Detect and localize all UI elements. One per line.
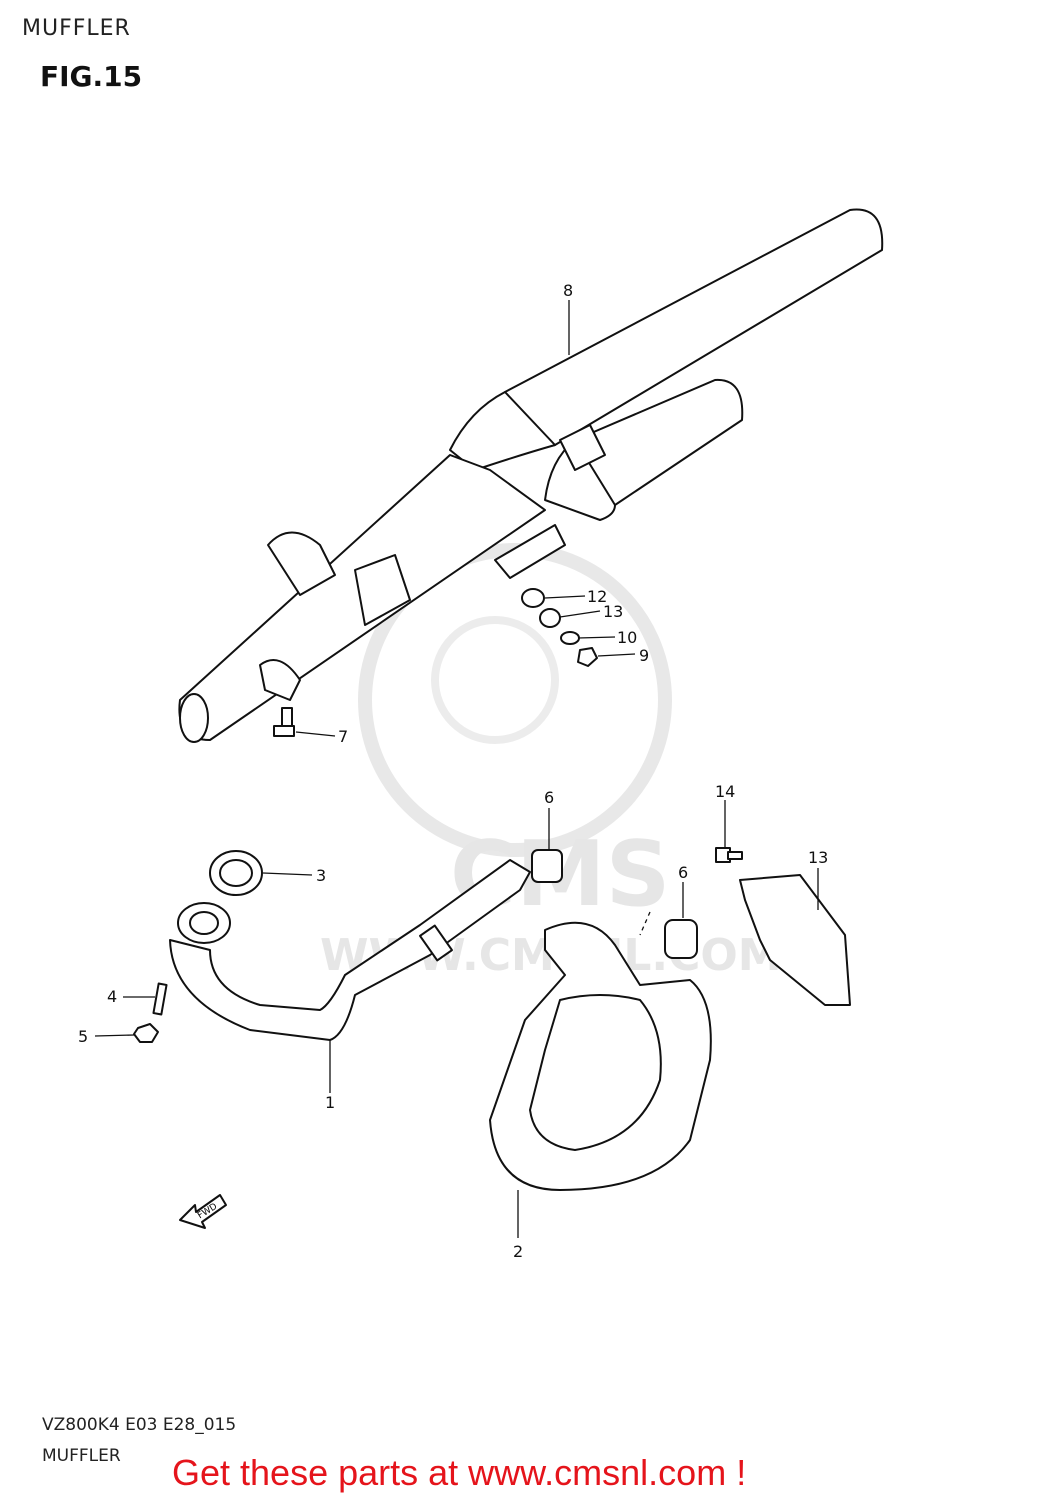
- callout-14: 14: [715, 782, 735, 801]
- hardware-stack: [521, 588, 598, 667]
- forward-direction-arrow: FWD: [179, 1194, 227, 1229]
- part-10-washer: [560, 631, 580, 645]
- part-12-collar: [539, 608, 561, 628]
- part-5-nut: [133, 1023, 159, 1043]
- callout-7: 7: [338, 727, 348, 746]
- callout-10: 10: [617, 628, 637, 647]
- callout-5: 5: [78, 1027, 88, 1046]
- part-6-connector-b: [664, 919, 698, 959]
- section-title: MUFFLER: [22, 16, 131, 41]
- promo-link[interactable]: Get these parts at www.cmsnl.com !: [172, 1452, 747, 1493]
- callout-3: 3: [316, 866, 326, 885]
- part-14-bolt: [715, 847, 743, 863]
- figure-label: FIG.15: [40, 60, 143, 93]
- part-9-nut: [577, 647, 598, 667]
- callout-2: 2: [513, 1242, 523, 1261]
- callout-1: 1: [325, 1093, 335, 1112]
- part-4-stud: [152, 982, 168, 1016]
- callout-6-b: 6: [678, 863, 688, 882]
- callout-13: 13: [808, 848, 828, 867]
- section-name: MUFFLER: [42, 1446, 121, 1466]
- model-code: VZ800K4 E03 E28_015: [42, 1415, 237, 1435]
- callout-numbers: 8 12 13 10 9 7 3 4 5 1 6 6 14 13 2: [78, 281, 828, 1261]
- leader-lines: [94, 300, 819, 1238]
- callout-9: 9: [639, 646, 649, 665]
- callout-4: 4: [107, 987, 117, 1006]
- part-3-gasket: [209, 850, 263, 896]
- part-13-heat-shield: [739, 874, 851, 1006]
- callout-8: 8: [563, 281, 573, 300]
- part-2-rear-pipe: [489, 911, 712, 1191]
- part-8-muffler: [178, 208, 884, 743]
- callout-6-a: 6: [544, 788, 554, 807]
- part-7-bolt: [273, 707, 295, 737]
- callout-11: 12: [587, 587, 607, 606]
- callout-12: 13: [603, 602, 623, 621]
- part-11-cushion: [521, 588, 545, 608]
- part-6-connector-a: [531, 849, 563, 883]
- part-1-front-pipe: [169, 859, 531, 1041]
